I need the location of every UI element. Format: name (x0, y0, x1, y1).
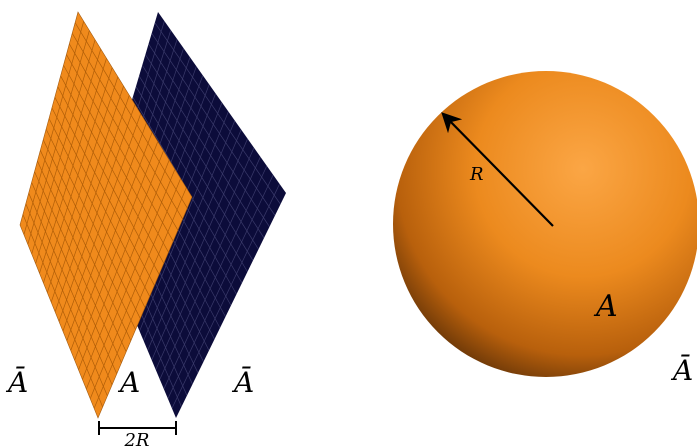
orange-plane (19, 11, 193, 419)
sphere (393, 71, 697, 377)
grid-line (155, 147, 255, 370)
grid-line (42, 139, 136, 330)
grid-line (28, 192, 113, 385)
grid-line (163, 165, 268, 390)
grid-line (139, 111, 229, 332)
grid-line (82, 159, 170, 380)
grid-line (171, 183, 280, 409)
grid-line (159, 156, 261, 380)
grid-line (85, 169, 176, 390)
grid-line (25, 203, 108, 397)
grid-line (37, 160, 127, 352)
grid-line (45, 128, 141, 319)
label-a-bar-left: Ā (5, 366, 28, 399)
label-a-between: A (117, 366, 140, 399)
grid-line (93, 187, 187, 409)
grid-line (74, 141, 159, 361)
grid-line (78, 150, 164, 370)
navy-plane (95, 12, 286, 418)
grid-line (89, 178, 181, 399)
grid-line (62, 113, 142, 332)
grid-line (39, 150, 132, 341)
separation-label: 2R (123, 430, 149, 446)
grid-line (22, 214, 104, 408)
label-a-bar-right: Ā (231, 366, 254, 399)
radius-arrow (441, 112, 554, 227)
grid-line (147, 129, 242, 351)
grid-line (143, 120, 236, 341)
grid-line (34, 171, 122, 363)
grid-line (167, 174, 274, 399)
label-a-bar-sphere: Ā (670, 354, 693, 387)
label-a-sphere: A (593, 289, 618, 324)
radius-label: R (469, 164, 484, 185)
grid-line (70, 132, 153, 351)
grid-line (48, 118, 146, 308)
grid-line (151, 138, 248, 361)
grid-line (31, 182, 118, 374)
separation-bracket (98, 421, 177, 435)
grid-line (66, 122, 147, 341)
